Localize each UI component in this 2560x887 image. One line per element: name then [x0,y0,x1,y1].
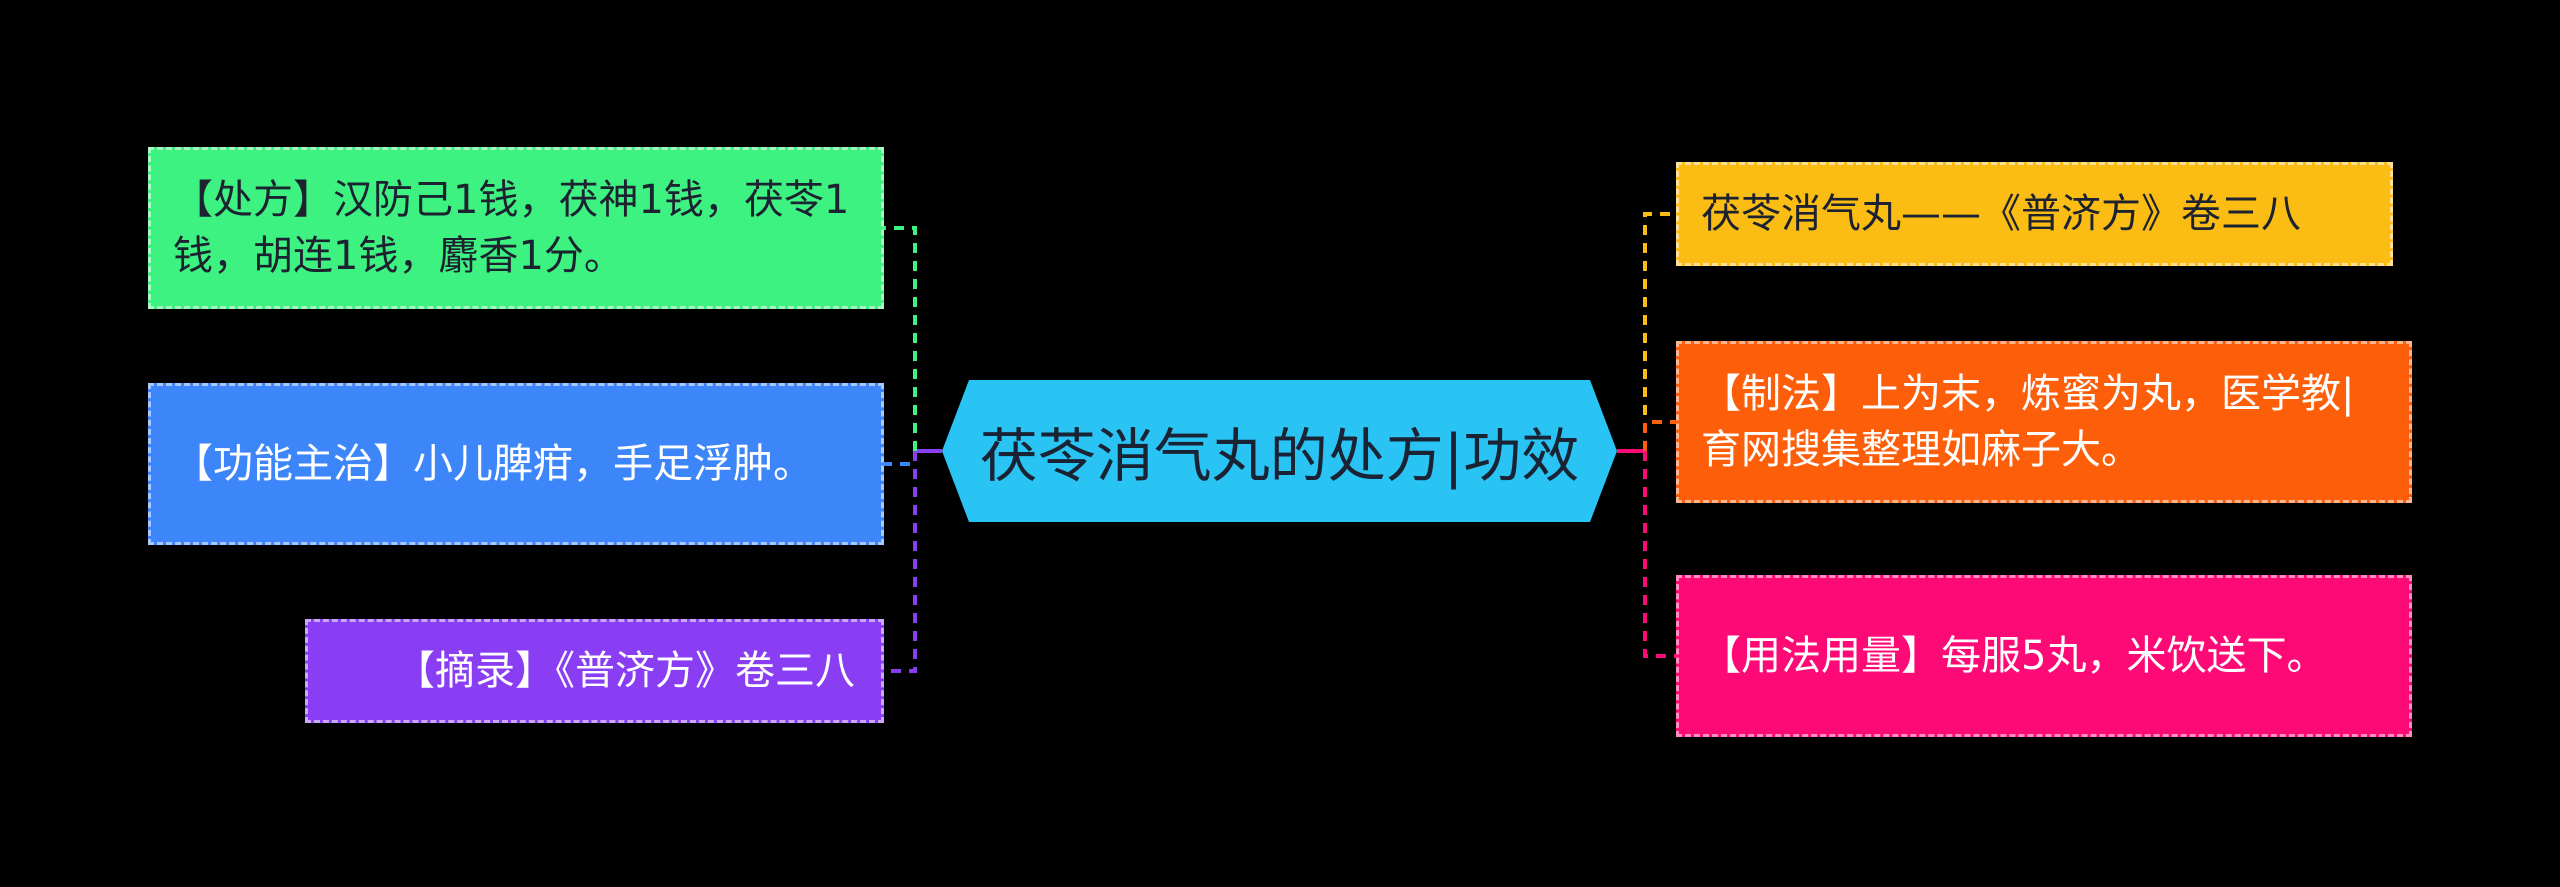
node-dosage[interactable]: 【用法用量】每服5丸，米饮送下。 [1676,575,2412,737]
connector-right-2 [1643,420,1676,451]
node-excerpt[interactable]: 【摘录】《普济方》卷三八 [305,619,884,723]
connector-right-1 [1643,212,1676,451]
node-preparation-label: 【制法】上为末，炼蜜为丸，医学教|育网搜集整理如麻子大。 [1701,371,2355,473]
node-preparation[interactable]: 【制法】上为末，炼蜜为丸，医学教|育网搜集整理如麻子大。 [1676,341,2412,503]
node-dosage-label: 【用法用量】每服5丸，米饮送下。 [1701,633,2327,679]
node-source-label: 茯苓消气丸——《普济方》卷三八 [1701,191,2301,237]
connector-left-3 [884,451,917,673]
node-prescription-label: 【处方】汉防己1钱，茯神1钱，茯苓1钱，胡连1钱，麝香1分。 [173,177,850,279]
connector-left-2 [884,451,917,466]
central-topic-label: 茯苓消气丸的处方|功效 [979,422,1580,490]
connector-left-1 [884,226,917,451]
node-indications-label: 【功能主治】小儿脾疳，手足浮肿。 [173,441,813,487]
node-source[interactable]: 茯苓消气丸——《普济方》卷三八 [1676,162,2393,266]
node-indications[interactable]: 【功能主治】小儿脾疳，手足浮肿。 [148,383,884,545]
node-excerpt-label: 【摘录】《普济方》卷三八 [395,648,855,694]
central-topic[interactable]: 茯苓消气丸的处方|功效 [942,380,1617,522]
node-prescription[interactable]: 【处方】汉防己1钱，茯神1钱，茯苓1钱，胡连1钱，麝香1分。 [148,147,884,309]
connector-right-3 [1643,451,1676,658]
